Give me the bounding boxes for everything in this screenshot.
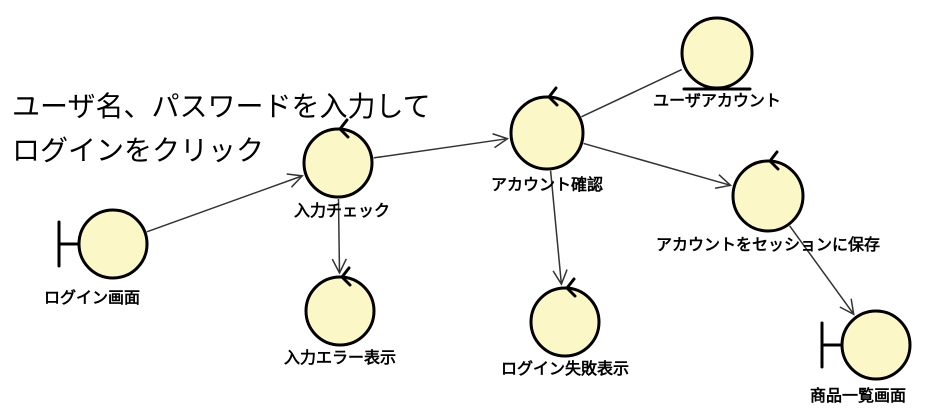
node-label-input-check: 入力チェック (294, 201, 390, 220)
edge-line (789, 225, 855, 315)
node-input-error (304, 266, 376, 347)
node-save-session (731, 150, 805, 233)
node-label-user-account: ユーザアカウント (653, 91, 781, 110)
edge-line (549, 170, 563, 285)
arrow-head-icon (552, 269, 568, 286)
edge-line (337, 198, 341, 274)
edge-login-screen-to-input-check (146, 173, 304, 233)
note: ユーザ名、パスワードを入力して ログインをクリック (12, 90, 431, 167)
control-circle-icon (302, 127, 374, 199)
node-input-check (302, 118, 374, 199)
edge-account-confirm-to-login-fail (549, 170, 568, 286)
node-account-confirm (509, 86, 585, 171)
node-login-fail (529, 277, 601, 358)
node-label-save-session: アカウントをセッションに保存 (656, 235, 880, 254)
node-product-list (820, 309, 912, 381)
arrow-head-icon (492, 133, 510, 149)
nodes-layer (57, 16, 912, 381)
control-arrow-icon (547, 86, 559, 107)
edge-input-check-to-input-error (331, 198, 347, 275)
boundary-circle-icon (77, 208, 149, 280)
node-label-login-fail: ログイン失敗表示 (501, 359, 629, 378)
edge-line (581, 68, 683, 118)
entity-circle-icon (680, 16, 754, 90)
arrow-head-icon (839, 298, 855, 316)
control-arrow-icon (338, 118, 350, 139)
node-user-account (680, 16, 754, 91)
control-arrow-icon (340, 266, 352, 287)
note-line-1: ユーザ名、パスワードを入力して (12, 90, 431, 123)
note-line-2: ログインをクリック (12, 134, 264, 167)
arrow-head-icon (331, 258, 347, 275)
edge-save-session-to-product-list (789, 225, 855, 316)
control-arrow-icon (768, 150, 780, 171)
arrow-head-icon (286, 173, 304, 188)
edges-layer (146, 68, 855, 316)
node-login-screen (57, 208, 149, 280)
control-arrow-icon (565, 277, 577, 298)
arrow-head-icon (714, 174, 733, 189)
node-label-account-confirm: アカウント確認 (491, 175, 603, 194)
edge-line (373, 137, 508, 159)
control-circle-icon (731, 159, 805, 233)
control-circle-icon (529, 286, 601, 358)
boundary-circle-icon (840, 309, 912, 381)
control-circle-icon (304, 275, 376, 347)
node-label-product-list: 商品一覧画面 (810, 386, 906, 405)
node-label-input-error: 入力エラー表示 (284, 348, 396, 367)
edge-account-confirm-to-user-account (581, 68, 683, 118)
edge-input-check-to-account-confirm (373, 133, 510, 159)
edge-account-confirm-to-save-session (583, 142, 733, 189)
node-label-login-screen: ログイン画面 (44, 288, 140, 307)
control-circle-icon (509, 95, 585, 171)
edge-line (583, 142, 731, 187)
edge-line (146, 175, 303, 233)
